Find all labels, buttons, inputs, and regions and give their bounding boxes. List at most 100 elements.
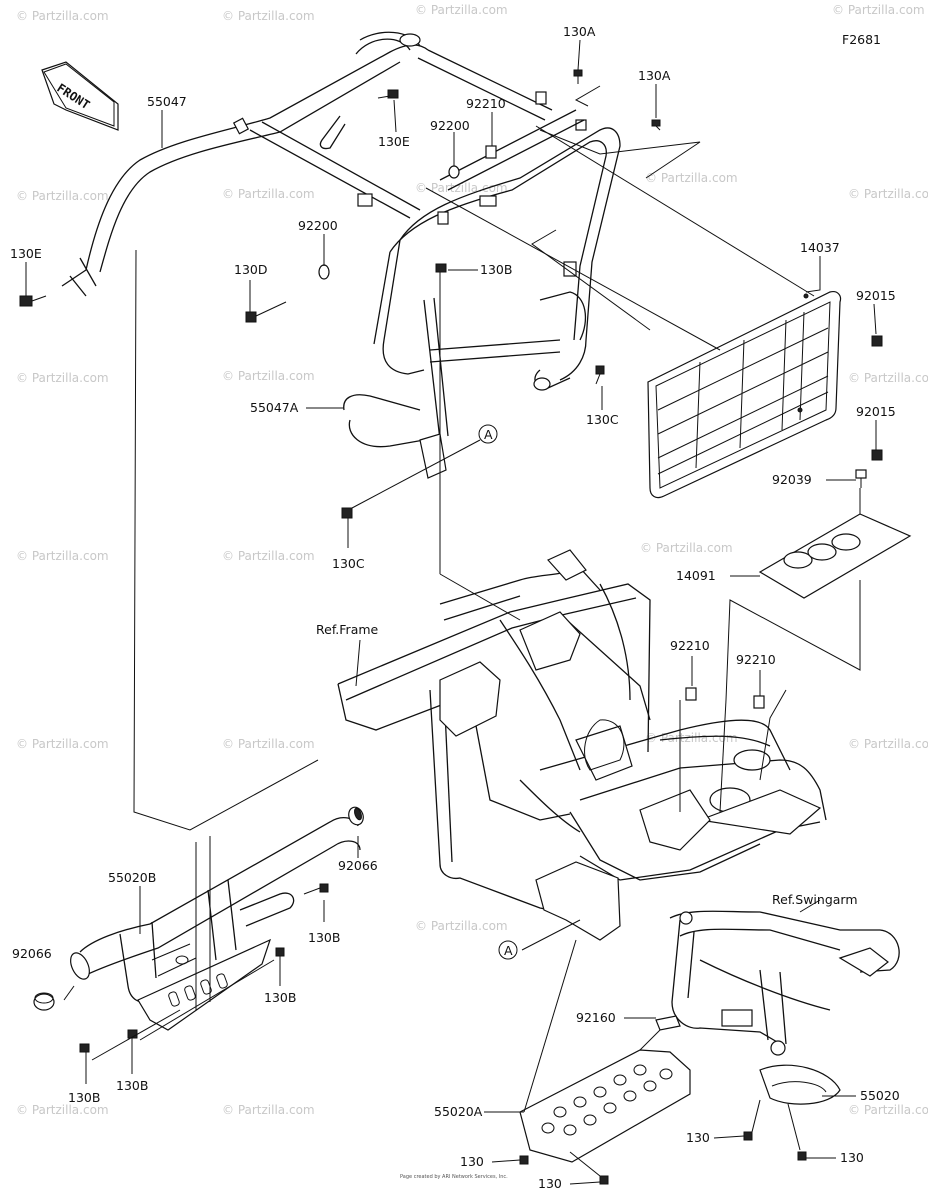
label-55020b: 55020B: [108, 870, 156, 885]
bolt-130-1: [519, 1155, 529, 1165]
label-130b-mid: 130B: [308, 930, 340, 945]
nut-92015-2: [871, 449, 883, 461]
roll-bar-55047a: [343, 109, 621, 479]
label-92015-2: 92015: [856, 404, 896, 419]
svg-text:© Partzilla.com: © Partzilla.com: [848, 1103, 928, 1117]
label-130-c: 130: [840, 1150, 864, 1165]
label-130a-1: 130A: [563, 24, 596, 39]
bolt-130b-top: [435, 263, 447, 280]
label-55047a: 55047A: [250, 400, 299, 415]
label-92160: 92160: [576, 1010, 616, 1025]
label-130e-top: 130E: [378, 134, 410, 149]
svg-text:© Partzilla.com: © Partzilla.com: [415, 3, 508, 17]
svg-text:© Partzilla.com: © Partzilla.com: [640, 541, 733, 555]
svg-text:© Partzilla.com: © Partzilla.com: [848, 371, 928, 385]
bolt-130e-top: [377, 89, 399, 99]
front-arrow-icon: FRONT: [41, 61, 119, 131]
bolt-130d: [245, 301, 287, 323]
bolt-130e-left: [19, 295, 47, 307]
svg-text:© Partzilla.com: © Partzilla.com: [16, 737, 109, 751]
cap-92066-top: [348, 806, 364, 826]
washer-92200-top: [448, 165, 460, 179]
svg-text:© Partzilla.com: © Partzilla.com: [222, 549, 315, 563]
label-130e-left: 130E: [10, 246, 42, 261]
svg-text:© Partzilla.com: © Partzilla.com: [222, 1103, 315, 1117]
roll-bar-55047: [61, 31, 587, 297]
label-92200-top: 92200: [430, 118, 470, 133]
svg-text:A: A: [484, 427, 493, 442]
nut-92015-1: [871, 335, 883, 347]
nut-92210-top: [485, 145, 497, 159]
swingarm-ref: [669, 910, 900, 1105]
label-130a-2: 130A: [638, 68, 671, 83]
label-55020a: 55020A: [434, 1104, 483, 1119]
figure-code: F2681: [842, 32, 881, 47]
label-130-b: 130: [686, 1130, 710, 1145]
label-92210-top: 92210: [466, 96, 506, 111]
label-130-d: 130: [538, 1176, 562, 1191]
leader-lines: [25, 39, 877, 1185]
svg-text:© Partzilla.com: © Partzilla.com: [16, 1103, 109, 1117]
svg-text:A: A: [504, 943, 513, 958]
guard-55020: [759, 1064, 841, 1105]
bolt-130c-right: [595, 365, 605, 385]
label-130-a: 130: [460, 1154, 484, 1169]
bolt-130-4: [797, 1151, 807, 1161]
label-14037: 14037: [800, 240, 840, 255]
bolt-130-2: [599, 1175, 609, 1185]
cover-14091: [758, 513, 912, 599]
pad-92160: [655, 1015, 681, 1031]
label-92015-1: 92015: [856, 288, 896, 303]
label-130c-left: 130C: [332, 556, 365, 571]
label-55047: 55047: [147, 94, 187, 109]
watermark-layer: © Partzilla.com © Partzilla.com © Partzi…: [16, 3, 928, 1117]
svg-text:© Partzilla.com: © Partzilla.com: [222, 369, 315, 383]
label-92066-top: 92066: [338, 858, 378, 873]
label-130d: 130D: [234, 262, 267, 277]
footer-note: Page created by ARI Network Services, In…: [400, 1174, 508, 1180]
svg-text:© Partzilla.com: © Partzilla.com: [645, 731, 738, 745]
svg-text:© Partzilla.com: © Partzilla.com: [848, 737, 928, 751]
bolt-130c-left: [341, 507, 353, 519]
part-labels: 130A 130A 55047 130E 92210 92200 130E 92…: [10, 24, 900, 1191]
bolt-130b-front-3: [79, 1043, 90, 1053]
cap-92066-bottom: [33, 992, 55, 1011]
bolt-130a-1: [573, 69, 583, 84]
label-92210-right: 92210: [736, 652, 776, 667]
front-guard-55020b: [70, 816, 361, 1031]
svg-text:© Partzilla.com: © Partzilla.com: [848, 187, 928, 201]
label-14091: 14091: [676, 568, 716, 583]
callout-a-lower: A: [498, 940, 518, 960]
rear-rack-14037: [647, 291, 842, 499]
callout-a-upper: A: [478, 424, 498, 444]
label-ref-frame: Ref.Frame: [316, 622, 379, 637]
nut-92210-right: [753, 695, 765, 709]
svg-text:© Partzilla.com: © Partzilla.com: [16, 9, 109, 23]
skid-plate-55020a: [519, 1015, 691, 1163]
nut-92210-mid: [685, 687, 697, 701]
bolt-130a-2: [651, 119, 661, 131]
label-130b-top: 130B: [480, 262, 512, 277]
svg-text:© Partzilla.com: © Partzilla.com: [16, 549, 109, 563]
svg-text:© Partzilla.com: © Partzilla.com: [16, 189, 109, 203]
label-130c-right: 130C: [586, 412, 619, 427]
label-55020: 55020: [860, 1088, 900, 1103]
label-ref-swingarm: Ref.Swingarm: [772, 892, 858, 907]
label-92210-mid: 92210: [670, 638, 710, 653]
bolt-130b-front-2: [275, 947, 285, 957]
svg-text:© Partzilla.com: © Partzilla.com: [645, 171, 738, 185]
label-130b-bl1: 130B: [68, 1090, 100, 1105]
label-92039: 92039: [772, 472, 812, 487]
svg-text:© Partzilla.com: © Partzilla.com: [16, 371, 109, 385]
svg-text:© Partzilla.com: © Partzilla.com: [415, 919, 508, 933]
svg-text:© Partzilla.com: © Partzilla.com: [222, 737, 315, 751]
label-130b-low: 130B: [264, 990, 296, 1005]
svg-text:© Partzilla.com: © Partzilla.com: [222, 9, 315, 23]
bolt-130b-front-1: [303, 883, 329, 895]
label-130b-bl2: 130B: [116, 1078, 148, 1093]
main-frame: [337, 549, 827, 941]
label-92066-left: 92066: [12, 946, 52, 961]
svg-text:© Partzilla.com: © Partzilla.com: [222, 187, 315, 201]
svg-text:© Partzilla.com: © Partzilla.com: [415, 181, 508, 195]
